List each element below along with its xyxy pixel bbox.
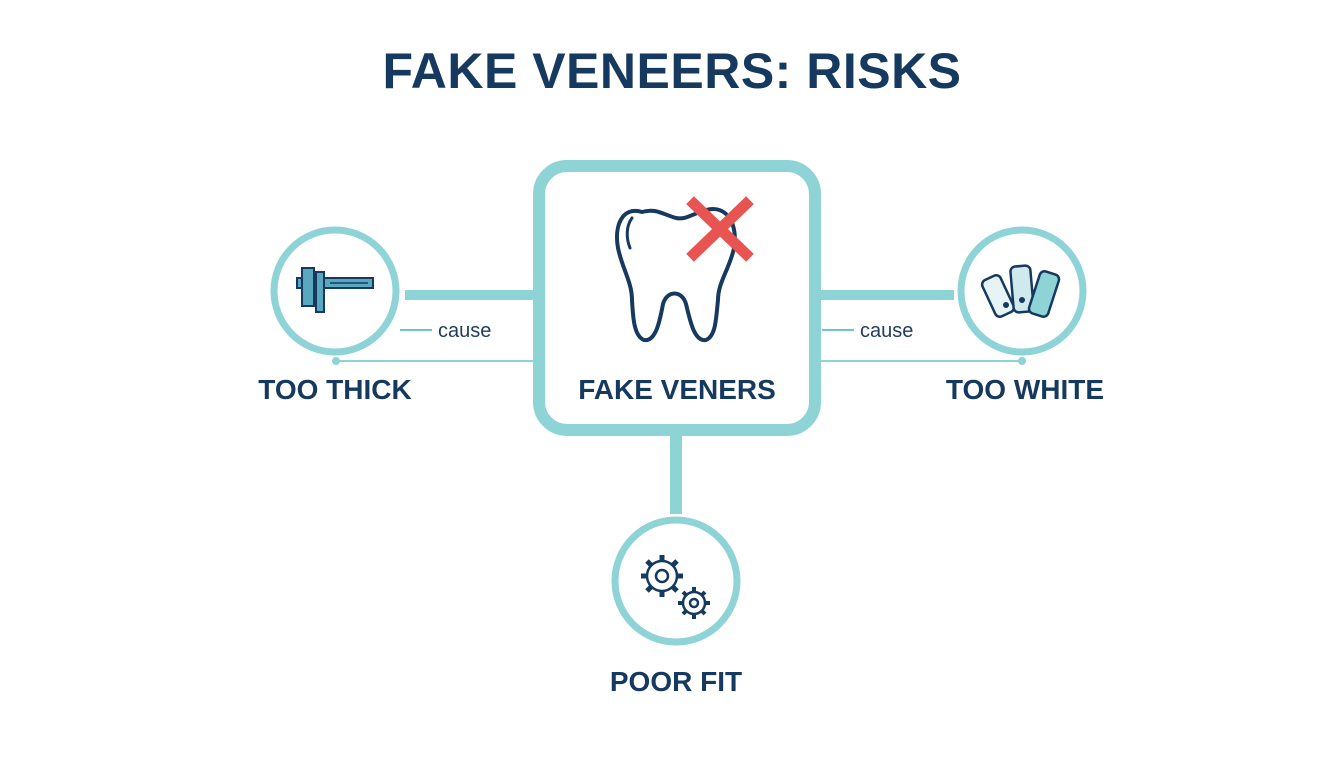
caliper-icon xyxy=(296,267,374,313)
edge-left-dash xyxy=(400,328,432,331)
connector-bottom-thick xyxy=(670,432,682,514)
node-left-label: TOO THICK xyxy=(258,374,412,405)
tooth-cross-icon xyxy=(615,196,754,342)
edge-right-dash xyxy=(822,328,854,331)
connector-dot-left xyxy=(332,357,340,365)
center-node xyxy=(533,160,821,436)
node-right-label: TOO WHITE xyxy=(945,374,1105,405)
page-title: FAKE VENEERS: RISKS xyxy=(382,43,962,99)
center-label: FAKE VENERS xyxy=(578,374,776,405)
edge-right-label: cause xyxy=(822,320,913,343)
edge-right-text: cause xyxy=(860,320,914,342)
node-right xyxy=(957,226,1087,356)
node-bottom xyxy=(611,516,741,646)
gears-icon xyxy=(641,555,710,619)
center-box xyxy=(533,160,821,436)
node-bottom-label: POOR FIT xyxy=(609,666,743,697)
node-left-circle xyxy=(270,226,400,356)
edge-left-text: cause xyxy=(438,320,492,342)
connector-right-thick xyxy=(814,290,954,300)
shade-guide-icon xyxy=(980,264,1061,318)
connector-left-thick xyxy=(405,290,539,300)
edge-left-label: cause xyxy=(400,320,491,343)
node-left xyxy=(270,226,400,356)
connector-dot-right xyxy=(1018,357,1026,365)
